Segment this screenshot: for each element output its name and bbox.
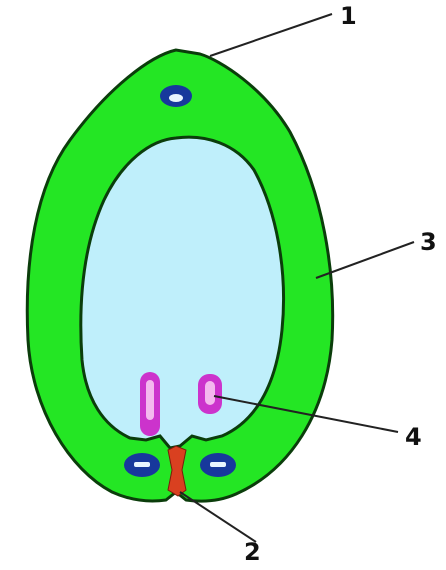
- left-magenta-cell-core: [146, 380, 154, 420]
- right-magenta-cell-core: [205, 381, 215, 405]
- callout-2: 2: [244, 540, 261, 564]
- callout-1: 1: [340, 4, 357, 28]
- leader-line-1: [210, 14, 332, 56]
- leader-line-3: [316, 242, 414, 278]
- bottom-right-cell-highlight: [210, 462, 226, 467]
- callout-4: 4: [405, 425, 422, 449]
- bottom-left-cell-highlight: [134, 462, 150, 467]
- inner-cavity: [81, 137, 284, 448]
- top-cell-highlight: [169, 94, 183, 102]
- callout-3: 3: [420, 230, 437, 254]
